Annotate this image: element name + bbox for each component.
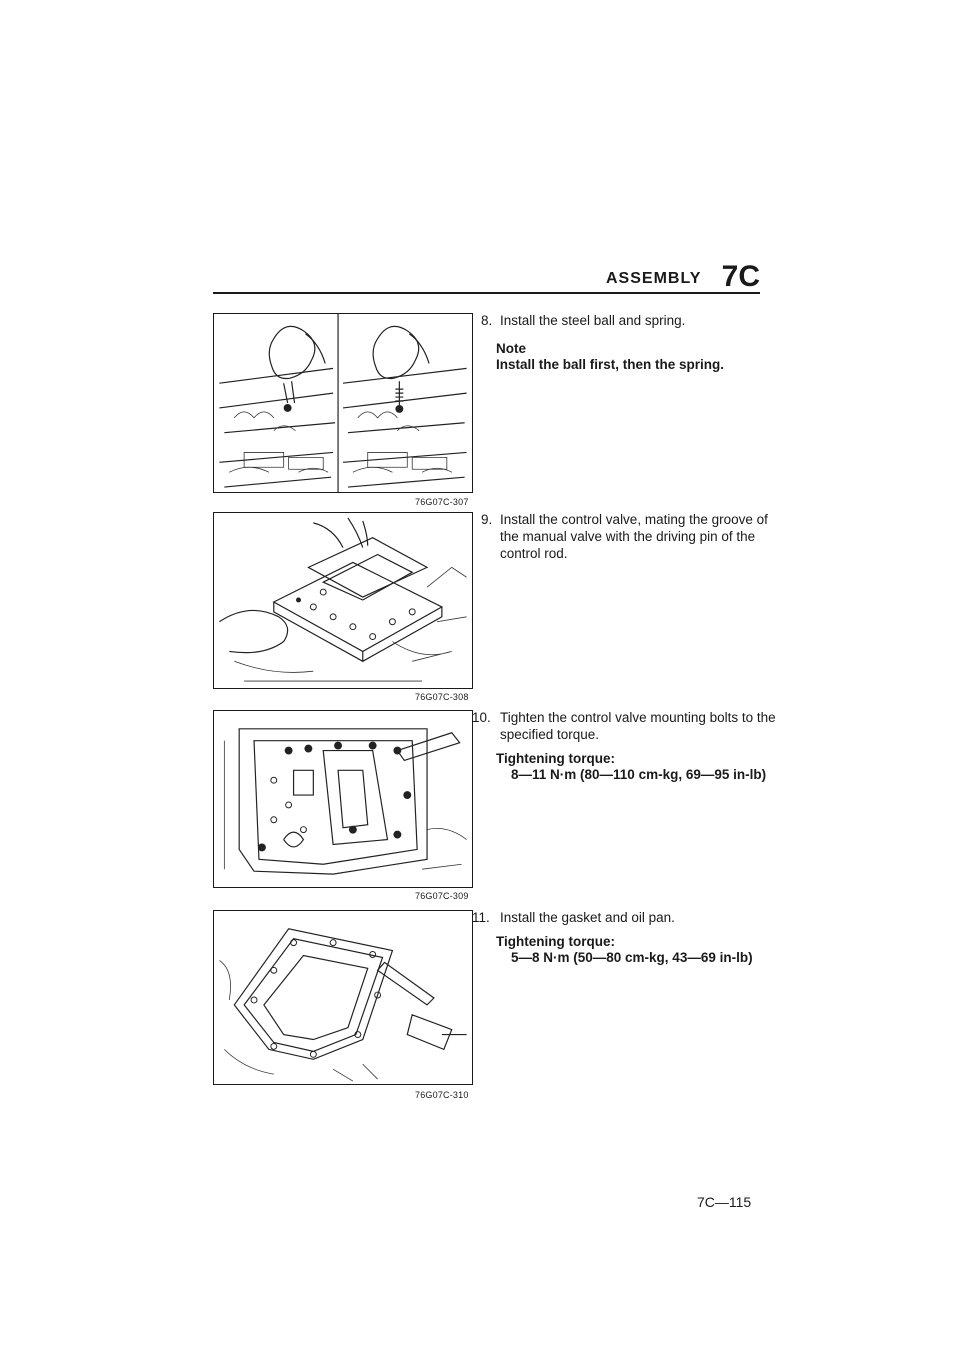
step-number: 9. xyxy=(481,512,493,527)
header-rule xyxy=(213,292,760,294)
illustration-mounting-bolts xyxy=(223,728,467,875)
figure-caption: 76G07C-308 xyxy=(415,692,469,702)
section-number: 7C xyxy=(721,260,760,293)
note-title: Note xyxy=(496,341,526,356)
torque-value: 8—11 N·m (80—110 cm-kg, 69—95 in-lb) xyxy=(511,767,767,782)
figure-caption: 76G07C-310 xyxy=(415,1090,469,1100)
figure-oil-pan xyxy=(213,910,473,1085)
section-header: ASSEMBLY 7C xyxy=(606,262,760,292)
illustration-oil-pan xyxy=(219,928,467,1082)
torque-title: Tightening torque: xyxy=(496,751,615,766)
step-text: Install the control valve, mating the gr… xyxy=(500,512,768,561)
figure-mounting-bolts xyxy=(213,710,473,888)
illustration-ball-spring xyxy=(219,314,467,492)
note-text: Install the ball first, then the spring. xyxy=(496,357,725,372)
step-number: 8. xyxy=(481,313,493,328)
step-number: 11. xyxy=(472,910,490,925)
step-text: Tighten the control valve mounting bolts… xyxy=(500,710,776,742)
figure-control-valve xyxy=(213,512,473,689)
figure-caption: 76G07C-309 xyxy=(415,891,469,901)
step-number: 10. xyxy=(472,710,491,725)
page-number: 7C—115 xyxy=(697,1194,752,1210)
illustration-control-valve xyxy=(219,517,467,682)
section-title: ASSEMBLY xyxy=(606,270,702,287)
step-text: Install the gasket and oil pan. xyxy=(500,910,675,925)
torque-title: Tightening torque: xyxy=(496,934,615,949)
figure-caption: 76G07C-307 xyxy=(415,497,469,507)
step-text: Install the steel ball and spring. xyxy=(500,313,686,328)
figure-steel-ball-spring xyxy=(213,313,473,493)
torque-value: 5—8 N·m (50—80 cm-kg, 43—69 in-lb) xyxy=(511,950,753,965)
